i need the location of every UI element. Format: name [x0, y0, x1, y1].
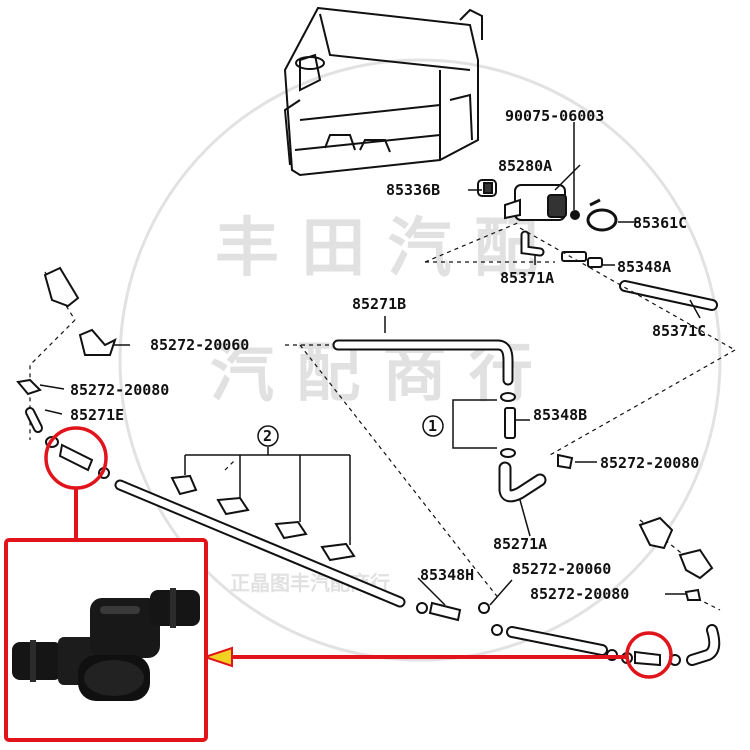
hose-85371c — [619, 280, 718, 311]
label-90075-06003: 90075-06003 — [505, 107, 604, 125]
label-85361c: 85361C — [633, 214, 687, 232]
connector-85348h — [416, 601, 490, 622]
callout-2: 2 — [263, 427, 272, 445]
washer-pump — [504, 184, 580, 221]
part-labels: 90075-06003 85280A 85336B 85361C 85371A … — [70, 107, 706, 603]
label-85272-20060-b: 85272-20060 — [512, 560, 611, 578]
three-way-connector-photo — [12, 588, 200, 701]
label-85271a: 85271A — [493, 535, 547, 553]
label-85280a: 85280A — [498, 157, 552, 175]
end-hose — [686, 624, 721, 666]
hose-clips — [170, 474, 356, 562]
hose-85271b — [332, 339, 514, 386]
label-85272-20060-a: 85272-20060 — [150, 336, 249, 354]
callout-1: 1 — [428, 417, 437, 435]
label-85272-20080-b: 85272-20080 — [600, 454, 699, 472]
hose-85271e — [25, 407, 43, 433]
label-85348a: 85348A — [617, 258, 671, 276]
connector-85348b — [500, 392, 516, 458]
callout-2-clips — [184, 447, 351, 545]
grommet-85336b — [477, 179, 497, 197]
joint-left — [45, 436, 110, 479]
callout-markers: 1 2 — [257, 415, 444, 447]
long-hose — [114, 479, 406, 608]
label-85348h: 85348H — [420, 566, 474, 584]
arrow-right-head — [201, 646, 233, 668]
inset-photo — [4, 538, 208, 742]
washer-tank — [283, 6, 483, 177]
label-85272-20080-c: 85272-20080 — [530, 585, 629, 603]
highlight-overlay — [44, 426, 673, 679]
leader-lines — [39, 122, 701, 606]
clip-85272-20080-a — [16, 378, 42, 396]
hose-85271a — [498, 461, 547, 503]
label-85371c: 85371C — [652, 322, 706, 340]
connector-85348a — [561, 251, 603, 268]
clamp-85361c — [586, 198, 618, 232]
callout-1-bracket — [452, 399, 497, 449]
label-85348b: 85348B — [533, 406, 587, 424]
label-85371a: 85371A — [500, 269, 554, 287]
label-85272-20080-a: 85272-20080 — [70, 381, 169, 399]
clip-85272-20080-b — [557, 453, 574, 470]
lower-hose — [491, 624, 618, 661]
left-clip-upper — [43, 266, 117, 356]
label-85271e: 85271E — [70, 406, 124, 424]
watermark-line1: 丰 田 汽 配 — [215, 212, 538, 286]
right-clips — [638, 516, 714, 601]
label-85336b: 85336B — [386, 181, 440, 199]
label-85271b: 85271B — [352, 295, 406, 313]
